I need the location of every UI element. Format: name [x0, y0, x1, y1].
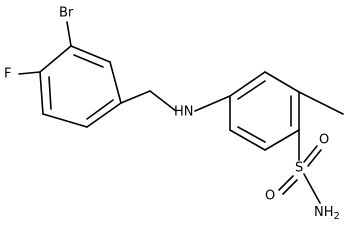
double-bond-inner — [73, 54, 104, 68]
bond — [109, 61, 122, 104]
bond — [39, 71, 44, 115]
bond — [86, 102, 122, 128]
bond-methyl — [298, 91, 344, 115]
methylbenzene-sulfonamide-ring — [229, 71, 300, 151]
bond-s-o-bottom-b — [282, 179, 298, 195]
bond-s-n — [303, 173, 321, 204]
double-bond-inner — [86, 99, 114, 120]
sulfur-label: S — [295, 161, 303, 176]
bond — [264, 71, 300, 93]
bond — [229, 129, 266, 151]
nh-text: NH — [314, 205, 334, 220]
fluoro-bromo-benzene-ring — [39, 45, 122, 128]
amine-label: HN — [174, 105, 194, 120]
bond — [39, 45, 72, 73]
sulfonamide-nh2-label: NH2 — [314, 205, 340, 223]
bond-ch2-nh — [149, 90, 177, 112]
structure-diagram: Br F HN S O O NH2 — [4, 6, 344, 223]
oxygen-top-label: O — [319, 133, 329, 148]
bond-c-br — [66, 21, 72, 47]
bond-c-f — [18, 71, 41, 75]
double-bond-inner — [48, 76, 52, 110]
bond-nh-ring — [194, 95, 231, 112]
bond-s-o-top-a — [303, 145, 318, 163]
bond-s-o-top-b — [307, 149, 322, 167]
bromine-label: Br — [59, 6, 74, 21]
bond-s-o-bottom-a — [278, 175, 294, 191]
subscript-2: 2 — [334, 211, 340, 222]
bond — [70, 45, 111, 63]
bond — [42, 113, 88, 128]
fluorine-label: F — [4, 67, 11, 82]
bond-ring-ch2 — [120, 90, 151, 104]
oxygen-bottom-label: O — [265, 189, 275, 204]
bond — [264, 129, 300, 151]
molecule-canvas: Br F HN S O O NH2 — [4, 6, 344, 223]
bond — [229, 71, 266, 97]
double-bond-inner — [237, 126, 266, 143]
double-bond-inner — [237, 80, 266, 100]
